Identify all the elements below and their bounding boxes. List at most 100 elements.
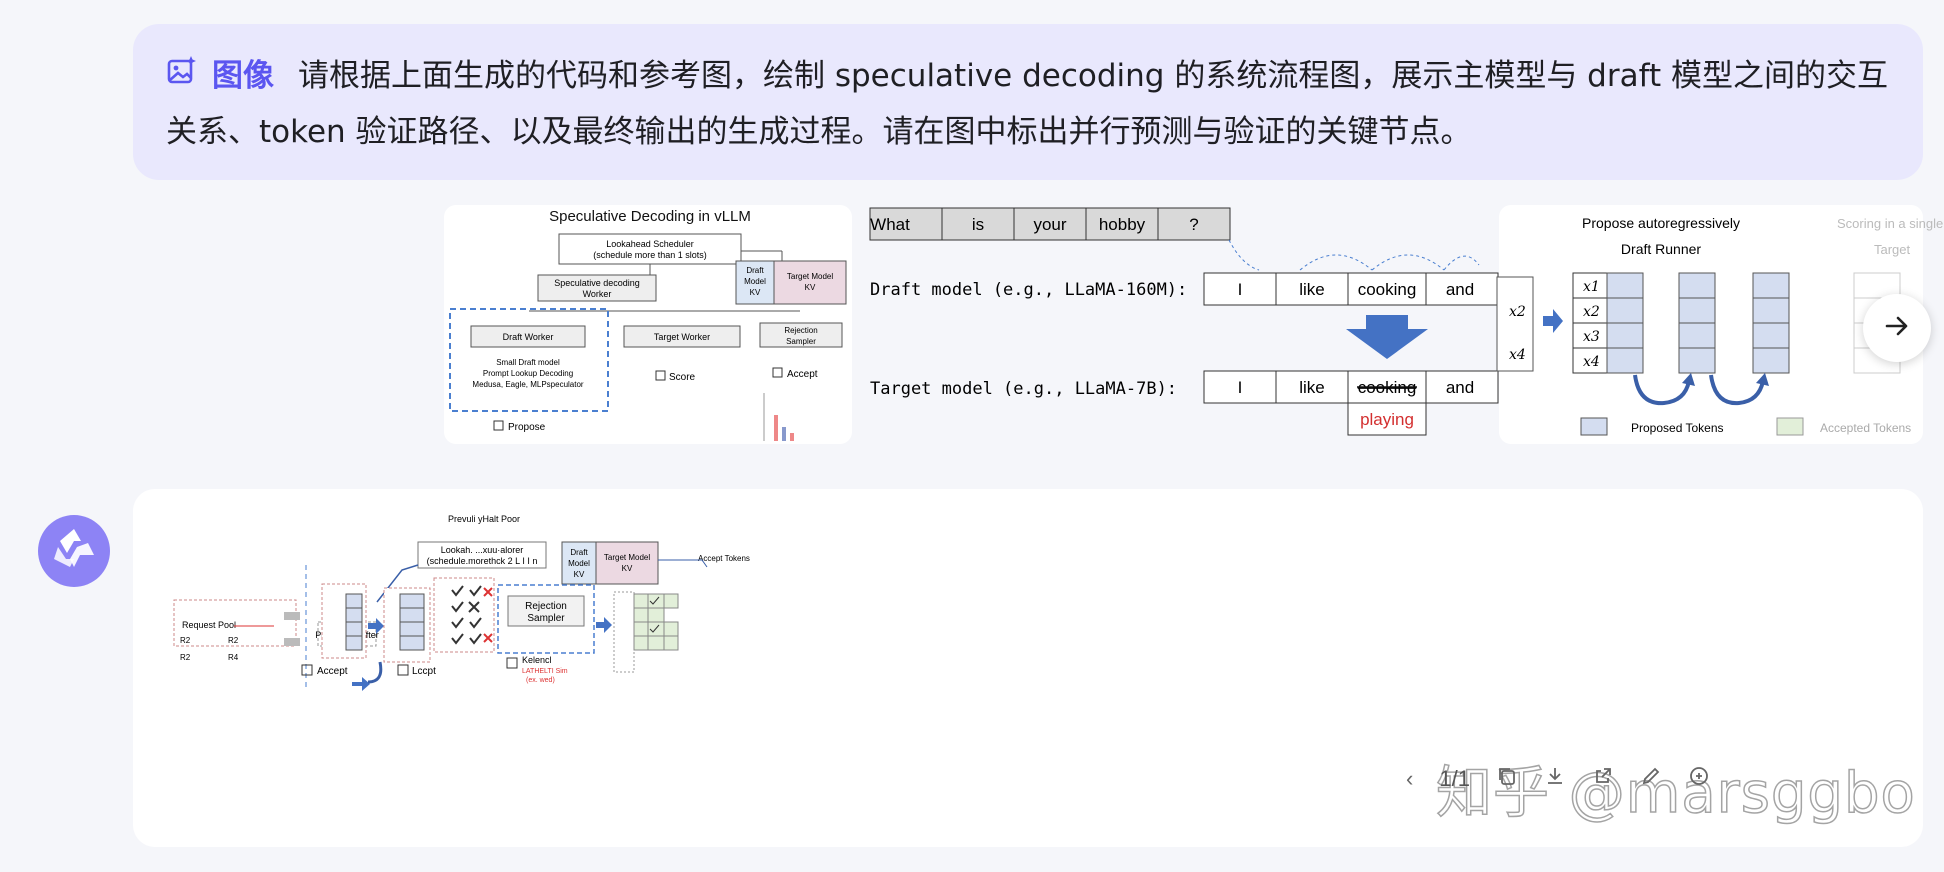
- draft-token-1: like: [1299, 280, 1325, 299]
- assistant-logo-icon: [50, 525, 98, 578]
- draft-token-2: cooking: [1358, 280, 1417, 299]
- ref3-left-x4: x4: [1509, 347, 1526, 363]
- draft-token-3: and: [1446, 280, 1474, 299]
- arrow-right-icon: [1882, 311, 1912, 346]
- more-icon[interactable]: [1688, 765, 1710, 793]
- top-token-3: hobby: [1099, 215, 1146, 234]
- draft-model-label: Draft model (e.g., LLaMA-160M):: [870, 280, 1187, 300]
- target-model-label: Target model (e.g., LLaMA-7B):: [870, 379, 1177, 399]
- ref1-scheduler-sub: (schedule more than 1 slots): [593, 250, 707, 260]
- target-token-0: I: [1238, 378, 1243, 397]
- prompt-text-block: 图像 请根据上面生成的代码和参考图，绘制 speculative decodin…: [166, 48, 1890, 160]
- prev-button[interactable]: ‹: [1406, 766, 1414, 791]
- page-index: 1: [1439, 766, 1452, 791]
- gen-lccpt: Lccpt: [412, 666, 436, 677]
- top-token-1: is: [972, 215, 984, 234]
- gen-kelencl-2: LATHELTI Sim: [522, 668, 568, 675]
- down-arrow-icon: [1346, 315, 1428, 359]
- draft-token-0: I: [1238, 280, 1243, 299]
- download-icon[interactable]: [1544, 765, 1566, 793]
- target-token-row: I like cooking and: [1203, 370, 1499, 404]
- ref3-x2: x2: [1583, 304, 1600, 320]
- ref1-spec-worker: Speculative decoding: [554, 278, 640, 288]
- image-sparkle-icon: [166, 48, 212, 104]
- ref1-draft-worker: Draft Worker: [503, 332, 554, 342]
- draft-token-row: I like cooking and: [1203, 272, 1499, 306]
- x-column: x1 x2 x3 x4: [1572, 272, 1608, 374]
- edit-icon[interactable]: [1640, 765, 1662, 793]
- assistant-avatar: [38, 515, 110, 587]
- gen-request-pool: Request Pool: [182, 620, 236, 630]
- ref1-propose: Propose: [508, 422, 546, 433]
- gen-r1: R2: [180, 636, 191, 645]
- reference-image-token-verify[interactable]: What is your hobby ? Draft model (e.g., …: [869, 205, 1499, 444]
- top-token-0: What: [870, 215, 910, 234]
- gen-rejection-2: Sampler: [527, 613, 565, 624]
- watermark: 知乎 @marsggbo: [1435, 760, 1916, 827]
- ref3-accepted-legend: Accepted Tokens: [1820, 421, 1911, 435]
- gen-kelencl-3: (ex. wed): [526, 677, 555, 684]
- carousel-next-button[interactable]: [1863, 294, 1931, 362]
- share-icon[interactable]: [1592, 765, 1614, 793]
- prompt-text: 请根据上面生成的代码和参考图，绘制 speculative decoding 的…: [166, 58, 1888, 150]
- ref1-medusa: Medusa, Eagle, MLPspeculator: [472, 380, 584, 389]
- ref1-spec-worker-2: Worker: [583, 289, 612, 299]
- right-arrow-icon: [1543, 309, 1563, 333]
- image-tag: 图像: [166, 48, 274, 104]
- ref3-x1: x1: [1583, 279, 1600, 295]
- target-token-3: and: [1446, 378, 1474, 397]
- user-prompt-bubble: 图像 请根据上面生成的代码和参考图，绘制 speculative decodin…: [133, 24, 1923, 180]
- gen-r4: R4: [228, 653, 239, 662]
- ref3-title: Propose autoregressively: [1582, 215, 1740, 231]
- ref1-small-draft: Small Draft model: [496, 358, 560, 367]
- ref1-draft-kv: Draft: [746, 266, 764, 275]
- ref1-target-kv-2: KV: [805, 283, 816, 292]
- gen-target-kv-2: KV: [622, 564, 633, 573]
- generated-flowchart-image[interactable]: Prevuli yHalt Poor Lookah. ...xuu·alorer…: [172, 510, 812, 691]
- ref1-rejection-2: Sampler: [786, 337, 816, 346]
- ref3-x3: x3: [1583, 329, 1600, 345]
- reference-image-vllm[interactable]: Speculative Decoding in vLLM Lookahead S…: [444, 205, 852, 444]
- ref1-rejection: Rejection: [784, 326, 817, 335]
- reference-image-draft-runner[interactable]: Propose autoregressively Draft Runner Sc…: [1496, 205, 1943, 444]
- gen-draft-kv: Draft: [570, 548, 588, 557]
- page-total: 1: [1457, 766, 1470, 791]
- gen-draft-kv-2: Model: [568, 559, 590, 568]
- ref1-score: Score: [669, 372, 696, 383]
- top-token-4: ?: [1189, 215, 1198, 234]
- top-token-row: What is your hobby ?: [869, 207, 1231, 241]
- ref1-target-kv: Target Model: [787, 272, 833, 281]
- gen-kelencl: Kelencl: [522, 655, 552, 665]
- image-pager: ‹ 1/1: [1406, 765, 1710, 793]
- ref3-scoring: Scoring in a single: [1837, 216, 1943, 231]
- gen-r2: R2: [228, 636, 239, 645]
- gen-rejection: Rejection: [525, 601, 567, 612]
- target-token-1: like: [1299, 378, 1325, 397]
- gen-accept-tokens: Accept Tokens: [698, 554, 750, 563]
- ref1-draft-kv-3: KV: [750, 288, 761, 297]
- image-tag-label: 图像: [212, 58, 274, 94]
- ref3-target: Target: [1874, 242, 1911, 257]
- gen-draft-kv-3: KV: [574, 570, 585, 579]
- top-token-2: your: [1033, 215, 1066, 234]
- ref3-runner: Draft Runner: [1621, 241, 1701, 257]
- ref1-target-worker: Target Worker: [654, 332, 710, 342]
- ref1-title: Speculative Decoding in vLLM: [549, 208, 751, 225]
- correction-token: playing: [1360, 410, 1414, 429]
- page-sep: /: [1451, 766, 1458, 791]
- ref1-accept: Accept: [787, 369, 818, 380]
- gen-scheduler-2: (schedule.morethck 2 L I I n: [427, 556, 538, 566]
- gen-top-label: Prevuli yHalt Poor: [448, 514, 520, 524]
- gen-target-kv: Target Model: [604, 553, 650, 562]
- ref3-proposed-legend: Proposed Tokens: [1631, 421, 1724, 435]
- gen-scheduler: Lookah. ...xuu·alorer: [441, 545, 524, 555]
- ref1-prompt-lookup: Prompt Lookup Decoding: [483, 369, 573, 378]
- ref3-left-x2: x2: [1509, 304, 1526, 320]
- copy-icon[interactable]: [1496, 765, 1518, 793]
- ref1-scheduler: Lookahead Scheduler: [606, 239, 694, 249]
- page-indicator: 1/1: [1439, 766, 1470, 792]
- gen-accept: Accept: [317, 666, 348, 677]
- gen-r3: R2: [180, 653, 191, 662]
- ref1-draft-kv-2: Model: [744, 277, 766, 286]
- ref3-x4: x4: [1583, 354, 1600, 370]
